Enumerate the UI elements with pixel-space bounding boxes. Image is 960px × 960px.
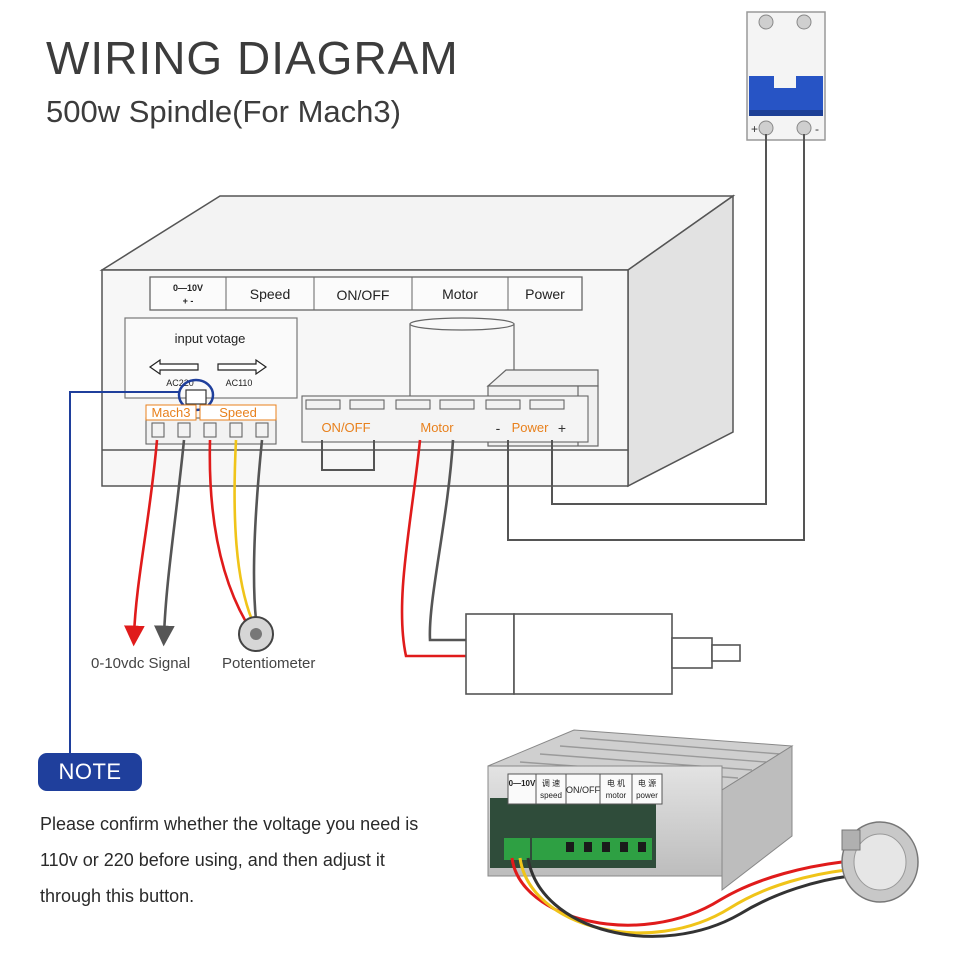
pot-wire-red: [208, 439, 248, 623]
breaker-plus-label: +: [751, 122, 758, 136]
terminal-label-power: Power: [512, 420, 550, 435]
page-subtitle: 500w Spindle(For Mach3): [46, 94, 401, 129]
note-text: Please confirm whether the voltage you n…: [40, 814, 419, 906]
panel-label-onoff: ON/OFF: [337, 287, 390, 303]
breaker-terminal-minus: [796, 120, 812, 136]
panel-label-range: 0—10V: [173, 283, 203, 293]
voltage-left-label: AC220: [166, 378, 194, 388]
signal-wires: [123, 439, 264, 647]
panel-label-speed: Speed: [250, 286, 290, 302]
terminal-labels: Mach3 Speed ON/OFF Motor Power - +: [145, 404, 566, 436]
panel-label-range-polarity: + -: [183, 296, 194, 306]
photo-potentiometer-icon: [841, 821, 919, 903]
panel-label-motor: Motor: [442, 286, 478, 302]
photo-terminal-block: [504, 838, 652, 860]
motor-wires: [400, 439, 466, 658]
photo-label-onoff: ON/OFF: [566, 785, 600, 795]
panel-label-strip: 0—10V + - Speed ON/OFF Motor Power: [149, 276, 583, 311]
spindle-motor: [465, 613, 741, 695]
terminal-label-power-plus: +: [558, 420, 566, 436]
power-wires: [507, 134, 805, 541]
arrow-left-icon: [148, 358, 199, 376]
arrow-right-icon: [217, 358, 268, 376]
breaker-terminal-plus: [758, 120, 774, 136]
photo-wires: [510, 857, 851, 938]
photo-label-power-en: power: [636, 791, 658, 800]
pot-wire-yellow: [233, 439, 254, 621]
potentiometer-icon: [238, 616, 274, 652]
page-title: WIRING DIAGRAM: [46, 32, 459, 84]
panel-label-power: Power: [525, 286, 565, 302]
photo-label-motor-cn: 电 机: [607, 778, 625, 788]
input-voltage-box: input votage AC220 AC110: [124, 317, 298, 399]
voltage-right-label: AC110: [226, 378, 253, 388]
terminal-label-onoff: ON/OFF: [321, 420, 370, 435]
input-voltage-title: input votage: [175, 331, 246, 346]
motor-wire-gray: [428, 439, 466, 642]
terminal-label-speed: Speed: [219, 405, 257, 420]
circuit-breaker: + -: [746, 11, 826, 141]
terminal-label-mach3: Mach3: [151, 405, 190, 420]
potentiometer-label: Potentiometer: [222, 655, 315, 672]
pot-wire-gray: [252, 439, 264, 621]
onoff-jumper-wire: [321, 440, 375, 471]
signal-output-label: 0-10vdc Signal: [91, 655, 190, 672]
note-badge: NOTE: [38, 753, 142, 791]
terminal-label-motor: Motor: [420, 420, 454, 435]
photo-label-power-cn: 电 源: [638, 778, 656, 788]
note-connector-line: [69, 391, 180, 754]
breaker-minus-label: -: [815, 122, 819, 136]
motor-wire-red: [400, 439, 466, 658]
photo-label-motor-en: motor: [606, 791, 627, 800]
photo-label-speed-en: speed: [540, 791, 562, 800]
terminal-blocks: [145, 395, 589, 445]
photo-label-range: 0—10V: [509, 779, 536, 788]
photo-label-speed-cn: 调 速: [542, 779, 560, 788]
product-photo: 0—10V 调 速 speed ON/OFF 电 机 motor 电 源 pow…: [487, 729, 919, 938]
terminal-label-power-minus: -: [496, 420, 501, 436]
signal-wire-gray: [153, 439, 186, 647]
signal-wire-red: [123, 439, 159, 647]
